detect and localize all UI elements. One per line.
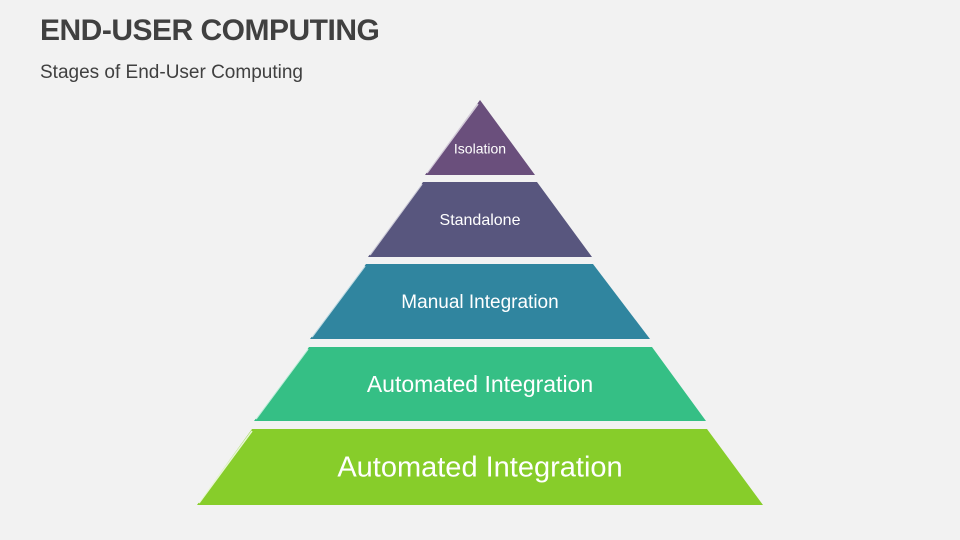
tier-standalone-highlight xyxy=(369,183,423,256)
tier-isolation-shape xyxy=(425,100,535,175)
tier-base: Automated Integration xyxy=(197,429,763,505)
tier-standalone: Standalone xyxy=(368,182,592,257)
tier-isolation-label: Isolation xyxy=(454,141,506,157)
page-subtitle: Stages of End-User Computing xyxy=(40,62,303,83)
tier-manual-integration: Manual Integration xyxy=(310,264,650,339)
tier-base-shape xyxy=(197,429,763,505)
tier-standalone-label: Standalone xyxy=(440,212,521,229)
tier-manual-integration-shape xyxy=(310,264,650,339)
tier-isolation: Isolation xyxy=(425,100,535,175)
tier-base-highlight xyxy=(198,430,253,504)
tier-standalone-shape xyxy=(368,182,592,257)
tier-isolation-highlight xyxy=(426,103,479,174)
tier-automated-integration: Automated Integration xyxy=(254,347,706,421)
tier-automated-integration-highlight xyxy=(255,348,309,420)
tier-manual-integration-label: Manual Integration xyxy=(401,292,558,313)
tier-manual-integration-highlight xyxy=(311,265,366,338)
page-title: END-USER COMPUTING xyxy=(40,14,380,47)
tier-automated-integration-label: Automated Integration xyxy=(367,371,593,397)
tier-base-label: Automated Integration xyxy=(337,452,622,484)
tier-automated-integration-shape xyxy=(254,347,706,421)
